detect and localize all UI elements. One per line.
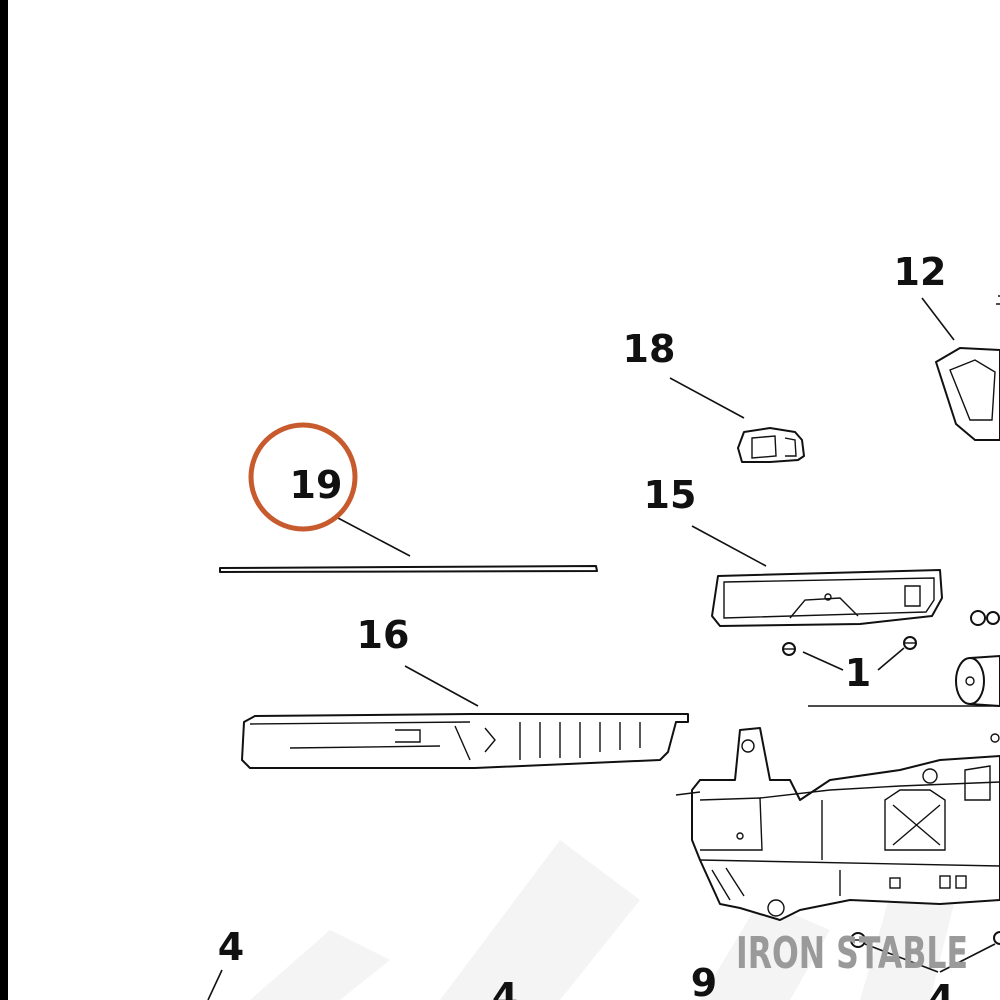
roller-part [808, 655, 1000, 707]
watermark-text: IRON STABLE [736, 928, 968, 979]
part-19-gasket [219, 565, 598, 573]
part-16-tray [241, 713, 689, 769]
callout-12: 12 [894, 250, 947, 294]
callout-19: 19 [290, 463, 343, 507]
bottom-screws [850, 931, 1000, 948]
main-housing [675, 727, 1000, 921]
callout-18: 18 [623, 327, 676, 371]
callout-16: 16 [357, 613, 410, 657]
callout-4-right: 4 [928, 977, 954, 1000]
highlight-circle [248, 422, 358, 532]
part-12-bracket [935, 295, 1000, 441]
callout-4-middle: 4 [492, 975, 518, 1000]
part-1-screws [782, 610, 1000, 656]
callout-9: 9 [691, 961, 717, 1000]
leader-lines [207, 297, 996, 1000]
left-border [0, 0, 8, 1000]
part-15-cover [711, 569, 943, 627]
part-18-clip [737, 427, 805, 463]
callout-4-left: 4 [218, 925, 244, 969]
callout-1: 1 [845, 651, 871, 695]
callout-15: 15 [644, 473, 697, 517]
